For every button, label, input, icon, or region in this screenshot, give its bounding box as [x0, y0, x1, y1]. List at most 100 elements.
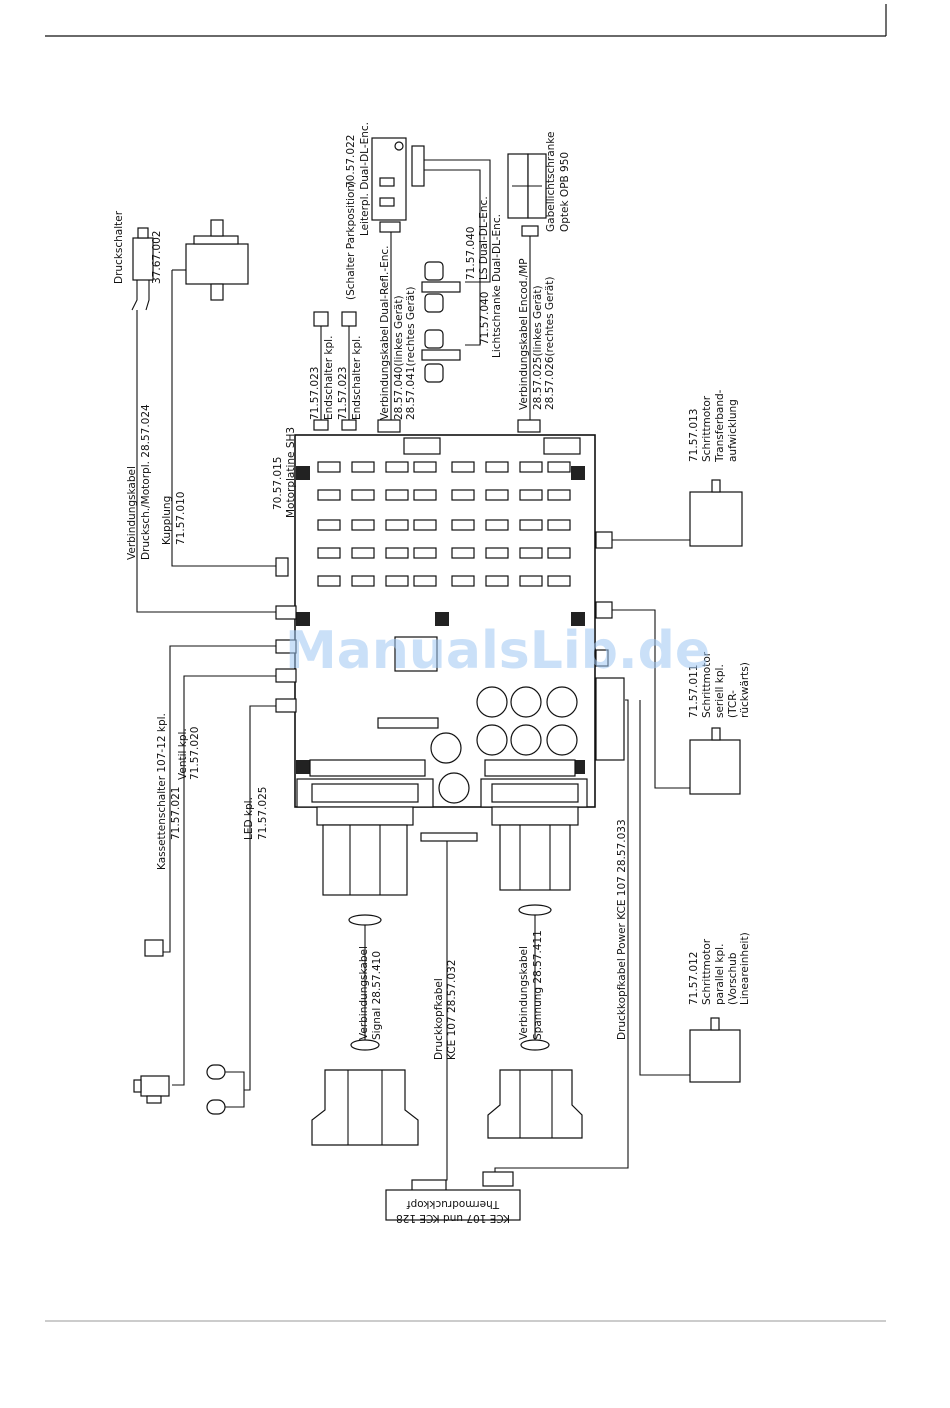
- clutch-plug: [275, 557, 289, 577]
- board-ic: [385, 489, 409, 501]
- stepper-013-label-b: Transferband-: [714, 389, 726, 463]
- limit-switch-2-label: Endschalter kpl.: [351, 336, 363, 420]
- board-ic: [317, 489, 341, 501]
- board-ic: [351, 519, 375, 531]
- board-ic: [547, 519, 571, 531]
- refl-encoder-plug-top: [379, 221, 401, 233]
- light-barrier-2-label: Lichtschranke Dual-DL-Enc.: [491, 214, 503, 358]
- cassette-switch-cable: [162, 645, 276, 953]
- limit-switch-1-number: 71.57.023: [309, 367, 321, 420]
- stepper-012-label-b: parallel kpl.: [714, 944, 726, 1005]
- board-ic: [413, 489, 437, 501]
- board-ic: [451, 461, 475, 473]
- board-ic: [485, 575, 509, 587]
- board-capacitor: [476, 724, 508, 756]
- board-ic: [485, 519, 509, 531]
- led-number: 71.57.025: [257, 787, 269, 840]
- board-ic: [385, 575, 409, 587]
- thermal-printhead-label: Thermodruckkopf: [407, 1198, 501, 1210]
- thermal-printhead-types: KCE 107 und KCE 128: [396, 1212, 510, 1224]
- clutch-label: Kupplung: [161, 496, 173, 545]
- refl-encoder-plug-bottom: [377, 419, 401, 433]
- power-cable-label-b: Spannung 28.57.411: [532, 930, 544, 1040]
- refl-encoder-cable-left: 28.57.040(linkes Gerät): [393, 295, 405, 420]
- cassette-switch-number: 71.57.021: [170, 787, 182, 840]
- dsub-connector-right: [480, 778, 588, 891]
- clutch-unit: [172, 219, 249, 301]
- pressure-cable-plug: [275, 605, 297, 620]
- light-barrier-1-label: LS Dual-DL-Enc.: [478, 196, 490, 280]
- cassette-switch-plug: [275, 639, 297, 654]
- power-cable: [487, 904, 583, 1139]
- board-ic: [451, 489, 475, 501]
- board-ic: [351, 461, 375, 473]
- signal-cable-label-b: Signal 28.57.410: [371, 951, 383, 1040]
- motor-board-label: Motorplatine SH3: [285, 427, 297, 518]
- board-ic: [519, 461, 543, 473]
- encoder-pcb: [371, 137, 425, 221]
- ribbon-connector: [420, 832, 478, 842]
- board-ic: [413, 519, 437, 531]
- board-ic: [451, 547, 475, 559]
- board-capacitor: [438, 772, 470, 804]
- stepper-013-number: 71.57.013: [688, 409, 700, 462]
- stepper-011-plug: [595, 601, 613, 619]
- board-ic: [413, 547, 437, 559]
- board-ic: [519, 519, 543, 531]
- clutch-cable: [171, 270, 276, 567]
- stepper-013-label-a: Schrittmotor: [701, 395, 713, 462]
- limit-switch-2-number: 71.57.023: [337, 367, 349, 420]
- pressure-switch-number: 37.67.002: [151, 231, 163, 284]
- board-ic: [351, 575, 375, 587]
- cassette-switch: [144, 939, 164, 957]
- board-ic: [547, 461, 571, 473]
- refl-encoder-cable-label: Verbindungskabel Dual-Refl.-Enc.: [379, 245, 391, 420]
- motor-board: [294, 434, 596, 808]
- board-capacitor: [546, 724, 578, 756]
- board-ic: [385, 547, 409, 559]
- limit-switch-2: [341, 311, 357, 431]
- printhead-cable-label-b: KCE 107 28.57.032: [446, 960, 458, 1060]
- encoder-mp-cable-right: 28.57.026(rechtes Gerät): [544, 277, 556, 410]
- cassette-switch-label: Kassettenschalter 107-12 kpl.: [156, 713, 168, 870]
- board-ic: [485, 489, 509, 501]
- led-plug: [275, 698, 297, 713]
- board-ic: [547, 547, 571, 559]
- pressure-cable-label-b: Drucksch./Motorpl. 28.57.024: [140, 404, 152, 560]
- printhead-connector-strip: [595, 677, 625, 761]
- led-cable: [244, 705, 276, 1091]
- board-capacitor: [476, 686, 508, 718]
- board-capacitor: [546, 686, 578, 718]
- board-ic: [547, 575, 571, 587]
- stepper-011-label-a: Schrittmotor: [701, 651, 713, 718]
- fork-barrier-label: Gabellichtschranke: [545, 132, 557, 232]
- board-ic: [351, 547, 375, 559]
- dsub-connector-left: [296, 778, 434, 896]
- board-ic: [547, 489, 571, 501]
- encoder-pcb-label: Leiterpl. Dual-DL-Enc.: [359, 122, 371, 236]
- board-ic: [317, 519, 341, 531]
- stepper-012-label-a: Schrittmotor: [701, 938, 713, 1005]
- stepper-011-label-c: (TCR-: [727, 690, 739, 718]
- fork-barrier-plug: [517, 419, 541, 433]
- stepper-013-label-c: aufwicklung: [727, 399, 739, 462]
- limit-switch-1: [313, 311, 329, 431]
- light-barrier-1-number: 71.57.040: [465, 227, 477, 280]
- power-cable-label-a: Verbindungskabel: [518, 946, 530, 1040]
- stepper-011-label-b: seriell kpl.: [714, 664, 726, 718]
- board-capacitor: [430, 732, 462, 764]
- board-ic: [317, 575, 341, 587]
- light-barrier-1: [421, 261, 461, 313]
- board-ic: [385, 461, 409, 473]
- board-ic: [413, 461, 437, 473]
- printhead-plug-right: [482, 1171, 514, 1187]
- limit-switch-1-label: Endschalter kpl.: [323, 336, 335, 420]
- fork-barrier-type: Optek OPB 950: [559, 152, 571, 232]
- printhead-power-cable-label: Druckkopfkabel Power KCE 107 28.57.033: [616, 819, 628, 1040]
- printhead-cable-label-a: Druckkopfkabel: [433, 978, 445, 1060]
- board-ic: [485, 547, 509, 559]
- stepper-011-label-d: rückwärts): [739, 662, 751, 718]
- clutch-number: 71.57.010: [175, 492, 187, 545]
- motor-board-number: 70.57.015: [272, 457, 284, 510]
